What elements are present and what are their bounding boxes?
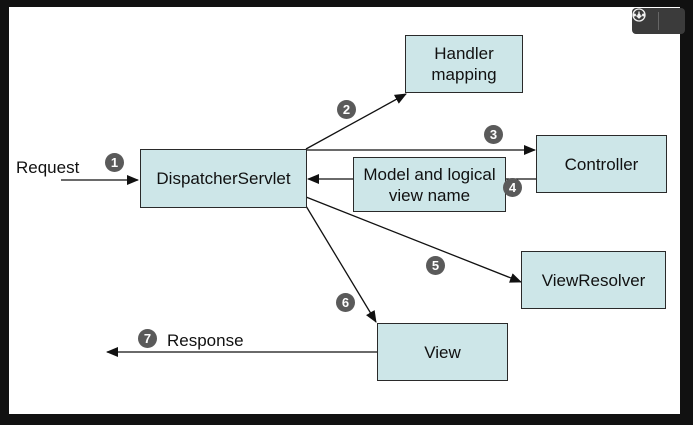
controller-box: Controller [536,135,667,193]
step-5-badge: 5 [426,256,445,275]
image-toolbar [632,8,685,34]
arrow-to-handler-mapping [305,93,407,150]
dispatcher-servlet-box: DispatcherServlet [140,149,307,208]
arrow-to-view-resolver [305,196,522,283]
model-view-name-box: Model and logical view name [353,157,506,212]
more-icon[interactable] [633,10,684,32]
step-7-badge: 7 [138,329,157,348]
step-1-badge: 1 [105,153,124,172]
view-box: View [377,323,508,381]
arrow-to-view [305,205,377,323]
diagram-canvas: Handler mapping DispatcherServlet Contro… [9,7,680,414]
response-label: Response [167,331,244,350]
step-4-badge: 4 [503,178,522,197]
request-label: Request [16,158,80,177]
step-2-badge: 2 [337,100,356,119]
arrows-layer [61,93,536,357]
step-3-badge: 3 [484,125,503,144]
step-6-badge: 6 [336,293,355,312]
handler-mapping-box: Handler mapping [405,35,523,93]
toolbar-divider [657,12,659,30]
view-resolver-box: ViewResolver [521,251,666,309]
